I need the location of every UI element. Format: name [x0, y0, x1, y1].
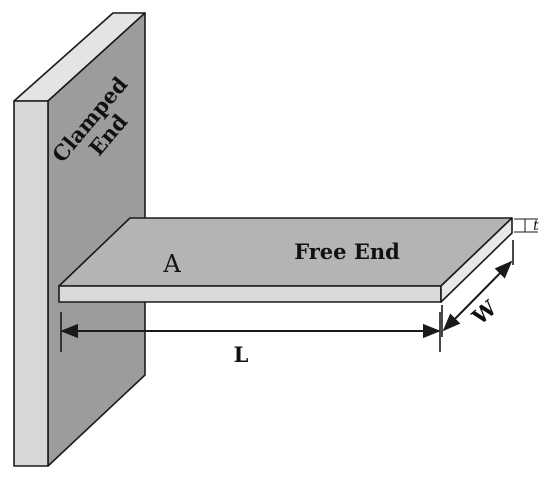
area-label: A [162, 250, 181, 278]
wall-front-face [13, 100, 49, 467]
width-label: W [466, 295, 501, 330]
thickness-dimension: t [514, 218, 539, 234]
beam-front-edge [58, 285, 442, 303]
clamped-wall [13, 12, 146, 467]
thickness-label: t [533, 218, 539, 234]
width-arrow [442, 260, 513, 332]
length-label: L [234, 342, 249, 367]
beam-top-face [58, 217, 513, 287]
free-end-label: Free End [294, 239, 400, 264]
beam [58, 217, 513, 303]
length-dimension: L [60, 312, 441, 367]
